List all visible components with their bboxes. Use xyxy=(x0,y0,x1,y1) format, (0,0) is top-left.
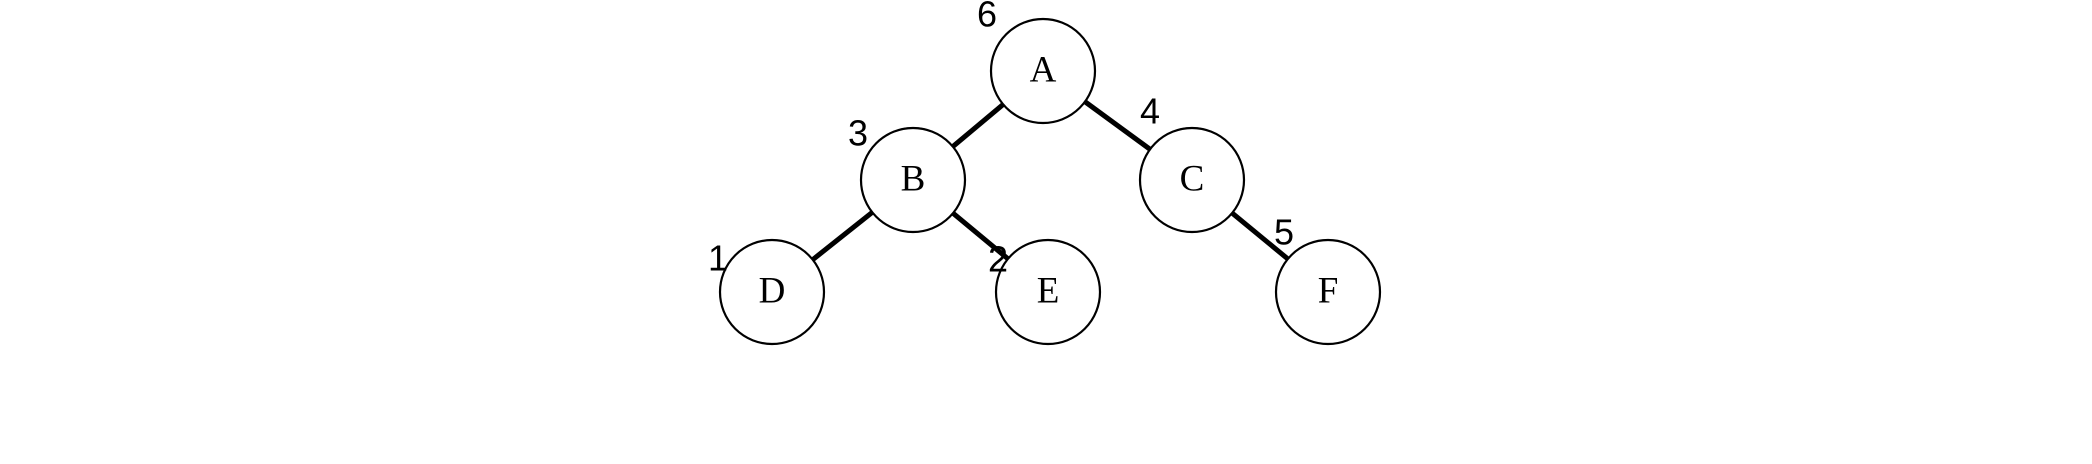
edges-group xyxy=(811,99,1290,262)
node-circle-f[interactable] xyxy=(1274,238,1382,346)
tree-node-d[interactable]: D xyxy=(718,238,826,346)
edge-weight-label-e: 2 xyxy=(988,239,1008,280)
edge-weight-label-a: 6 xyxy=(977,0,997,35)
edge-weight-label-b: 3 xyxy=(848,113,868,154)
node-label-a: A xyxy=(1030,49,1057,90)
node-label-f: F xyxy=(1318,270,1339,311)
tree-edge-c-f xyxy=(1230,211,1290,261)
weight-labels-group: 6 3 4 1 2 5 xyxy=(708,0,1294,280)
node-circle-c[interactable] xyxy=(1138,126,1246,234)
node-circle-a[interactable] xyxy=(989,17,1097,125)
node-label-b: B xyxy=(901,158,926,199)
tree-node-a[interactable]: A xyxy=(989,17,1097,125)
tree-node-f[interactable]: F xyxy=(1274,238,1382,346)
node-circle-b[interactable] xyxy=(859,126,967,234)
node-label-d: D xyxy=(759,270,786,311)
node-label-e: E xyxy=(1037,270,1060,311)
node-circle-e[interactable] xyxy=(994,238,1102,346)
edge-weight-label-d: 1 xyxy=(708,238,728,279)
edge-weight-label-f: 5 xyxy=(1274,212,1294,253)
node-label-c: C xyxy=(1180,158,1205,199)
tree-node-e[interactable]: E xyxy=(994,238,1102,346)
tree-node-b[interactable]: B xyxy=(859,126,967,234)
tree-edge-a-c xyxy=(1083,99,1152,152)
nodes-group: A B C D E F xyxy=(718,17,1382,346)
tree-node-c[interactable]: C xyxy=(1138,126,1246,234)
tree-edge-a-b xyxy=(951,102,1005,149)
node-circle-d[interactable] xyxy=(718,238,826,346)
edge-weight-label-c: 4 xyxy=(1140,91,1160,132)
tree-edge-b-d xyxy=(811,210,874,262)
tree-edge-b-e xyxy=(951,211,1010,261)
